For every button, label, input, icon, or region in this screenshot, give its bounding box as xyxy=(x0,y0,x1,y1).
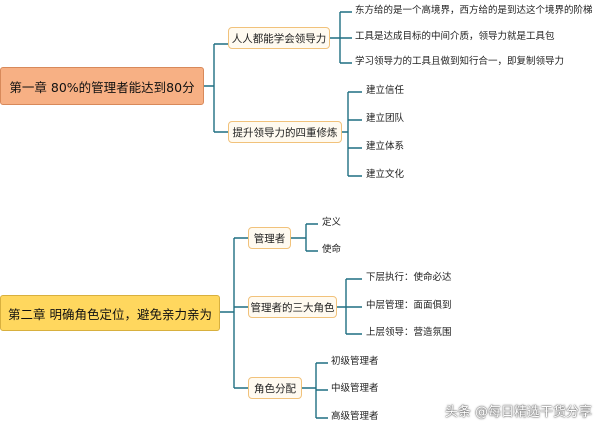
leaf-lower-execution: 下层执行：使命必达 xyxy=(366,272,452,283)
leaf-upper-leadership: 上层领导：营造氛围 xyxy=(366,327,452,338)
chapter2-title: 第二章 明确角色定位，避免亲力亲为 xyxy=(0,295,220,331)
branch-four-practices: 提升领导力的四重修炼 xyxy=(228,121,342,143)
connector-root2 xyxy=(220,237,248,389)
branch-three-roles: 管理者的三大角色 xyxy=(248,296,337,318)
leaf-senior-manager: 高级管理者 xyxy=(331,411,379,422)
branch-everyone-can-learn: 人人都能学会领导力 xyxy=(228,27,330,49)
connector-roles xyxy=(337,278,362,335)
leaf-mid-manager: 中级管理者 xyxy=(331,383,379,394)
leaf-system: 建立体系 xyxy=(366,141,405,152)
leaf-team: 建立团队 xyxy=(366,113,405,124)
leaf-tool-medium: 工具是达成目标的中间介质，领导力就是工具包 xyxy=(355,31,555,42)
connector-branch1 xyxy=(330,11,352,64)
leaf-east-west: 东方给的是一个高境界，西方给的是到达这个境界的阶梯 xyxy=(355,5,593,16)
leaf-definition: 定义 xyxy=(322,217,342,228)
leaf-mission: 使命 xyxy=(322,244,342,255)
branch-role-assignment: 角色分配 xyxy=(248,377,302,399)
leaf-trust: 建立信任 xyxy=(366,85,405,96)
connector-manager xyxy=(291,223,318,252)
chapter1-title: 第一章 80%的管理者能达到80分 xyxy=(0,67,204,105)
leaf-culture: 建立文化 xyxy=(366,169,405,180)
leaf-copy-leadership: 学习领导力的工具且做到知行合一，即复制领导力 xyxy=(355,56,565,67)
leaf-junior-manager: 初级管理者 xyxy=(331,356,379,367)
leaf-middle-management: 中层管理：面面俱到 xyxy=(366,300,452,311)
connector-root1 xyxy=(204,43,228,133)
connector-assignment xyxy=(302,362,328,419)
watermark: 头条 @每日精选干货分享 xyxy=(444,405,592,420)
branch-manager: 管理者 xyxy=(248,227,291,249)
connector-branch2 xyxy=(342,91,362,177)
